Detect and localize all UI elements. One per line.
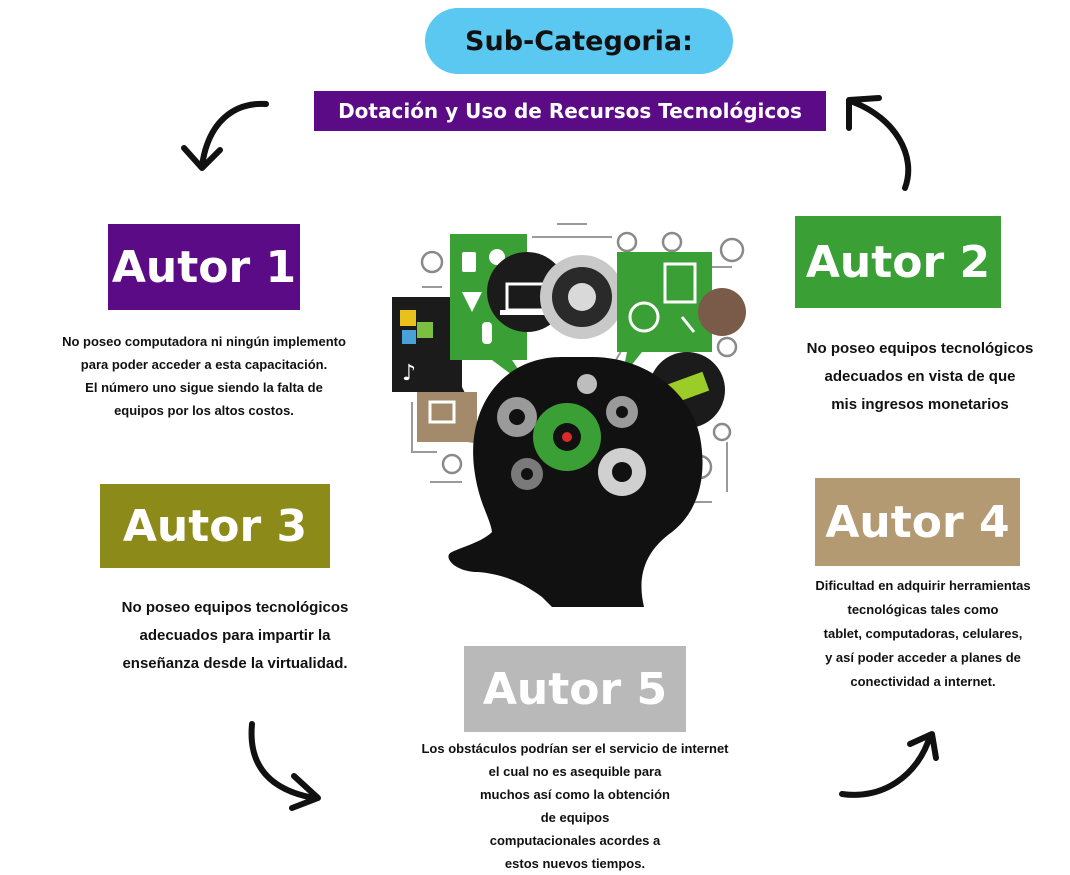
autor-1-text: No poseo computadora ni ningún implement… [62,334,346,418]
autor-4-box: Autor 4 [815,478,1020,566]
arrow-bottom-right-icon [839,731,939,798]
arrow-top-left-icon [181,100,269,171]
head-gears-illustration: ♪ [392,223,746,607]
autor-5-box: Autor 5 [464,646,686,732]
autor-2-box: Autor 2 [795,216,1001,308]
arrow-bottom-left-icon [248,721,321,811]
subcategory-title: Sub-Categoria: [425,8,733,74]
autor-3-text: No poseo equipos tecnológicos adecuados … [121,599,349,672]
svg-text:♪: ♪ [402,361,416,386]
autor-2-text: No poseo equipos tecnológicos adecuados … [806,340,1034,413]
autor-1-box: Autor 1 [108,224,300,310]
autor-5-text: Los obstáculos podrían ser el servicio d… [421,741,729,871]
arrow-top-right-icon [846,95,912,191]
autor-3-box: Autor 3 [100,484,330,568]
subcategory-subtitle: Dotación y Uso de Recursos Tecnológicos [314,91,826,131]
autor-4-text: Dificultad en adquirir herramientas tecn… [815,578,1031,689]
